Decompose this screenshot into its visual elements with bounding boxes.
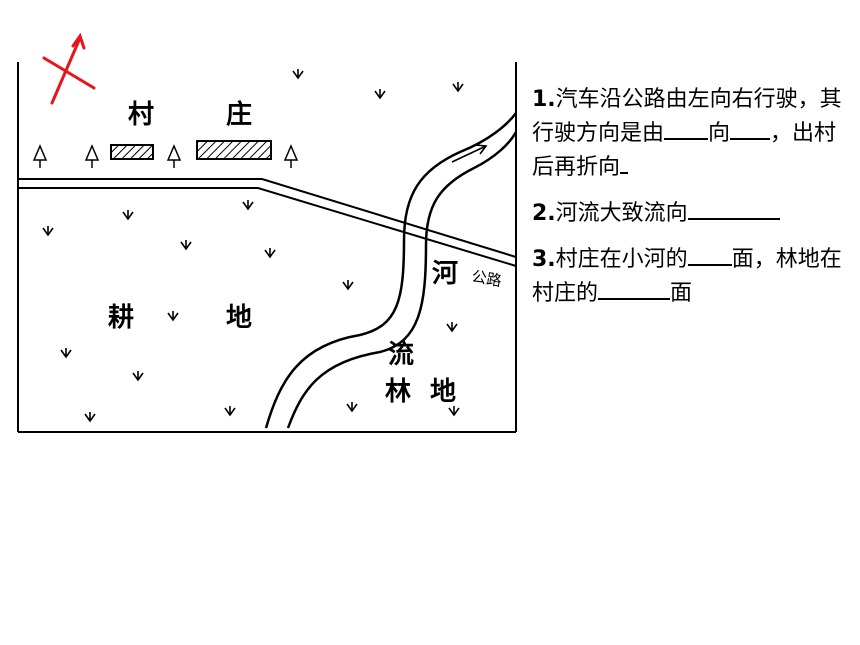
tree-icon (166, 144, 182, 168)
question-text: 面，林地在村庄的 (532, 247, 842, 306)
question-text: 河流大致流向 (555, 201, 688, 226)
tree-icon (84, 144, 100, 168)
question-2: 2.河流大致流向 (532, 196, 854, 230)
grass-icon (84, 412, 96, 423)
river-flow-arrow-icon (451, 144, 488, 163)
answer-blank[interactable] (620, 150, 629, 174)
map-frame (17, 62, 517, 433)
grass-icon (292, 69, 304, 80)
grass-icon (42, 226, 54, 237)
grass-icon (167, 311, 179, 322)
question-text: 村庄在小河的 (555, 247, 688, 272)
label-river-1: 河 (432, 259, 458, 289)
grass-icon (346, 402, 358, 413)
label-river-2: 流 (388, 340, 414, 370)
map: 村 庄 耕 地 河 公路 流 林 地 (17, 32, 518, 433)
building-icon (110, 144, 154, 160)
label-road: 公路 (470, 267, 503, 290)
grass-icon (60, 348, 72, 359)
question-number: 2. (532, 201, 556, 226)
answer-blank[interactable] (730, 116, 771, 140)
label-farmland-1: 耕 (108, 303, 134, 333)
question-1: 1.汽车沿公路由左向右行驶，其行驶方向是由向，出村后再折向 (532, 84, 854, 184)
tree-icon (32, 144, 48, 168)
answer-blank[interactable] (598, 276, 671, 300)
question-text: 面 (670, 281, 693, 306)
label-forest-1: 林 (385, 377, 411, 407)
river (264, 112, 518, 429)
grass-icon (264, 248, 276, 259)
answer-blank[interactable] (687, 242, 732, 266)
building-icon (196, 140, 272, 160)
question-text: 汽车沿公路由左向右行驶，其行驶方向是由 (532, 87, 842, 146)
questions-panel: 1.汽车沿公路由左向右行驶，其行驶方向是由向，出村后再折向 2.河流大致流向 3… (532, 84, 854, 322)
question-number: 3. (532, 247, 556, 272)
grass-icon (122, 210, 134, 221)
question-3: 3.村庄在小河的面，林地在村庄的面 (532, 242, 854, 310)
question-text: ，出村后再折向 (532, 121, 837, 180)
label-village-2: 庄 (226, 99, 252, 130)
grass-icon (132, 371, 144, 382)
grass-icon (242, 200, 254, 211)
road (18, 178, 517, 267)
answer-blank[interactable] (687, 196, 780, 220)
answer-blank[interactable] (664, 116, 709, 140)
grass-icon (342, 280, 354, 291)
grass-icon (446, 322, 458, 333)
question-number: 1. (532, 87, 556, 112)
north-arrow-icon (42, 32, 96, 105)
label-forest-2: 地 (430, 377, 456, 407)
grass-icon (374, 89, 386, 100)
grass-icon (180, 240, 192, 251)
grass-icon (452, 82, 464, 93)
question-text: 向 (708, 121, 731, 146)
tree-icon (283, 144, 299, 168)
label-village-1: 村 (128, 100, 154, 130)
grass-icon (448, 406, 460, 417)
grass-icon (224, 406, 236, 417)
label-farmland-2: 地 (226, 303, 252, 333)
